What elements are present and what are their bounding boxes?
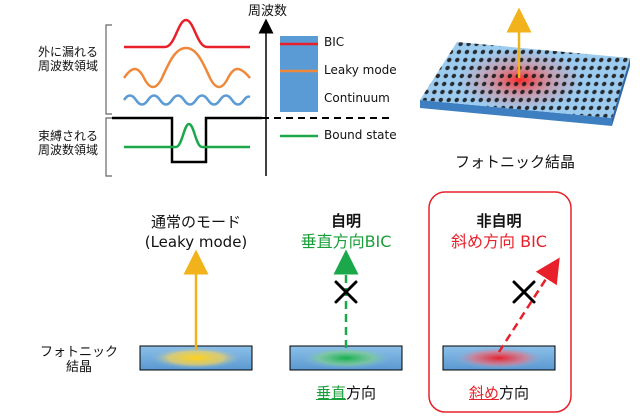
nontrivial-panel	[428, 191, 572, 413]
bic-curve	[124, 18, 250, 49]
photonic-crystal-slab	[420, 42, 630, 126]
col3-heading: 非自明	[476, 212, 522, 230]
potential-well	[112, 116, 262, 164]
bound-state-curve	[124, 122, 250, 149]
col2-heading: 自明	[330, 212, 361, 230]
col3-caption-rest: 方向	[499, 384, 530, 402]
row-label: フォトニック 結晶	[39, 345, 118, 375]
col1-title: 通常のモード	[150, 213, 241, 231]
cross-vertical	[334, 280, 358, 304]
slab-vertical-bic	[289, 345, 403, 371]
col2-caption-highlight: 垂直	[315, 384, 346, 402]
legend-continuum: Continuum	[324, 91, 390, 105]
cross-oblique	[512, 280, 536, 304]
col3-caption: 斜め方向	[449, 384, 549, 402]
legend-bound-state: Bound state	[324, 128, 397, 142]
leaky-region-bracket	[105, 24, 112, 115]
spectrum-bar	[280, 36, 318, 112]
col2-subtitle: 垂直方向BIC	[300, 232, 392, 251]
legend-bic: BIC	[324, 35, 345, 49]
col2-caption-rest: 方向	[346, 384, 377, 402]
col3-subtitle: 斜め方向 BIC	[451, 232, 547, 251]
leaky-region-label: 外に漏れる 周波数領域	[37, 45, 98, 73]
legend-leaky-mode: Leaky mode	[324, 63, 397, 77]
col3-caption-highlight: 斜め	[468, 384, 499, 402]
col1-subtitle: (Leaky mode)	[144, 233, 248, 251]
col2-caption: 垂直方向	[296, 384, 396, 402]
slab-oblique-bic	[442, 345, 556, 371]
slab-leaky	[139, 345, 253, 371]
photonic-crystal-label: フォトニック結晶	[455, 153, 576, 171]
leaky-mode-curve	[122, 46, 251, 89]
bound-region-bracket	[105, 117, 112, 177]
oblique-bic-arrow	[497, 257, 560, 353]
axis-title: 周波数	[248, 4, 288, 19]
bound-region-label: 束縛される 周波数領域	[37, 129, 98, 157]
continuum-curve	[122, 94, 251, 106]
